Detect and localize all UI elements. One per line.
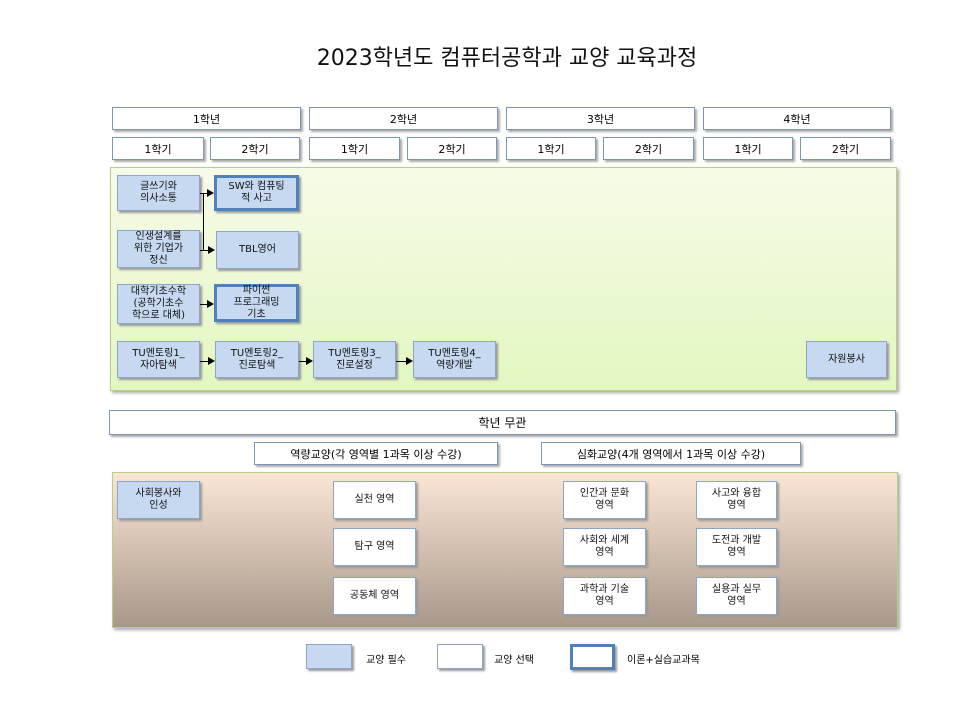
semester-header: 1학기: [506, 137, 596, 160]
legend-label-elective: 교양 선택: [494, 655, 534, 666]
arrow-icon: [207, 189, 214, 197]
course-college-math: 대학기초수학 (공학기초수 학으로 대체): [117, 284, 200, 324]
semester-header: 2학기: [603, 137, 694, 160]
area-community: 공동체 영역: [333, 577, 416, 615]
semester-header: 2학기: [407, 137, 497, 160]
legend-swatch-elective: [437, 644, 483, 669]
semester-header: 2학기: [800, 137, 891, 160]
advanced-header: 심화교양(4개 영역에서 1과목 이상 수강): [541, 442, 801, 465]
legend-swatch-required: [306, 644, 352, 669]
connector: [396, 361, 406, 362]
course-social-service: 사회봉사와 인성: [117, 481, 200, 519]
area-challenge-development: 도전과 개발 영역: [696, 528, 777, 566]
semester-header: 2학기: [210, 137, 300, 160]
connector: [200, 193, 204, 194]
semester-header: 1학기: [703, 137, 793, 160]
any-year-header: 학년 무관: [109, 410, 896, 435]
connector: [200, 304, 208, 305]
course-tbl-english: TBL영어: [216, 231, 299, 269]
connector: [299, 361, 307, 362]
course-python: 파이썬 프로그래밍 기초: [214, 284, 299, 322]
area-humanity-culture: 인간과 문화 영역: [563, 481, 646, 519]
year-1-header: 1학년: [112, 107, 301, 130]
competency-header: 역량교양(각 영역별 1과목 이상 수강): [254, 442, 498, 465]
legend-label-required: 교양 필수: [366, 655, 406, 666]
connector: [200, 250, 209, 251]
area-practice: 실천 영역: [333, 481, 416, 519]
legend-label-practice: 이론+실습교과목: [627, 655, 700, 666]
legend-swatch-practice: [570, 644, 615, 670]
course-mentoring-1: TU멘토링1_ 자아탐색: [117, 341, 200, 378]
area-society-world: 사회와 세계 영역: [563, 528, 646, 566]
course-mentoring-4: TU멘토링4_ 역량개발: [413, 341, 496, 378]
area-inquiry: 탐구 영역: [333, 528, 416, 566]
semester-header: 1학기: [112, 137, 204, 160]
course-writing: 글쓰기와 의사소통: [117, 175, 200, 211]
elective-courses-panel: [112, 472, 898, 628]
area-thinking-convergence: 사고와 융합 영역: [696, 481, 777, 519]
semester-header: 1학기: [309, 137, 400, 160]
arrow-icon: [207, 300, 214, 308]
connector: [203, 193, 208, 194]
arrow-icon: [306, 357, 313, 365]
year-2-header: 2학년: [309, 107, 498, 130]
arrow-icon: [406, 357, 413, 365]
year-4-header: 4학년: [703, 107, 891, 130]
page-title: 2023학년도 컴퓨터공학과 교양 교육과정: [316, 46, 698, 71]
course-mentoring-3: TU멘토링3_ 진로설정: [313, 341, 396, 378]
year-3-header: 3학년: [506, 107, 695, 130]
connector: [203, 193, 204, 251]
course-volunteer: 자원봉사: [806, 341, 887, 378]
arrow-icon: [208, 246, 215, 254]
connector: [200, 361, 208, 362]
course-entrepreneurship: 인생설계를 위한 기업가 정신: [117, 230, 200, 268]
course-mentoring-2: TU멘토링2_ 진로탐색: [215, 341, 299, 378]
area-practical-work: 실용과 실무 영역: [696, 577, 777, 615]
course-sw-computing: SW와 컴퓨팅 적 사고: [214, 175, 299, 211]
arrow-icon: [208, 357, 215, 365]
area-science-technology: 과학과 기술 영역: [563, 577, 646, 615]
